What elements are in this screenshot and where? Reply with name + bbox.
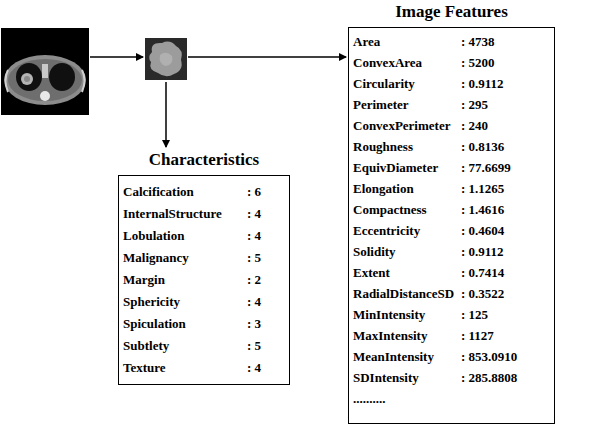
feature-value: : 1127	[461, 328, 494, 344]
arrow	[90, 56, 143, 58]
feature-name: Extent	[353, 265, 390, 281]
feature-value: : 2	[247, 272, 261, 288]
feature-value: : 77.6699	[461, 160, 511, 176]
feature-name: EquivDiameter	[353, 160, 438, 176]
feature-name: SDIntensity	[353, 370, 419, 386]
feature-value: : 0.9112	[461, 244, 504, 260]
feature-value: : 1.4616	[461, 202, 504, 218]
feature-value: : 295	[461, 97, 488, 113]
feature-name: Malignancy	[123, 250, 189, 266]
feature-value: : 5	[247, 250, 261, 266]
feature-value: : 5	[247, 338, 261, 354]
feature-name: MeanIntensity	[353, 349, 434, 365]
feature-value: : 240	[461, 118, 488, 134]
feature-name: InternalStructure	[123, 206, 222, 222]
feature-name: ..........	[353, 391, 386, 407]
arrow	[188, 56, 346, 58]
table-heading: Characteristics	[99, 150, 309, 170]
arrow	[165, 82, 167, 147]
feature-value: : 4	[247, 294, 261, 310]
feature-name: ConvexArea	[353, 55, 422, 71]
table-heading: Image Features	[329, 2, 574, 22]
feature-value: : 0.7414	[461, 265, 504, 281]
feature-name: Compactness	[353, 202, 427, 218]
feature-value: : 4	[247, 228, 261, 244]
feature-value: : 0.9112	[461, 76, 504, 92]
feature-name: Lobulation	[123, 228, 184, 244]
feature-name: ConvexPerimeter	[353, 118, 450, 134]
ct-scan	[1, 28, 89, 115]
feature-table: CharacteristicsCalcification: 6InternalS…	[118, 175, 290, 385]
feature-name: Area	[353, 34, 380, 50]
feature-name: Elongation	[353, 181, 414, 197]
feature-name: Solidity	[353, 244, 396, 260]
feature-name: Margin	[123, 272, 165, 288]
feature-name: Texture	[123, 360, 166, 376]
feature-name: Subtlety	[123, 338, 169, 354]
feature-value: : 285.8808	[461, 370, 517, 386]
feature-value: : 4738	[461, 34, 495, 50]
feature-name: MinIntensity	[353, 307, 425, 323]
feature-value: : 3	[247, 316, 261, 332]
feature-value: : 4	[247, 360, 261, 376]
feature-name: RadialDistanceSD	[353, 286, 454, 302]
feature-name: Sphericity	[123, 294, 180, 310]
feature-name: Roughness	[353, 139, 413, 155]
feature-name: Spiculation	[123, 316, 186, 332]
feature-value: : 5200	[461, 55, 495, 71]
feature-name: Perimeter	[353, 97, 409, 113]
feature-name: Circularity	[353, 76, 415, 92]
feature-value: : 6	[247, 184, 261, 200]
feature-value: : 853.0910	[461, 349, 517, 365]
feature-value: : 125	[461, 307, 488, 323]
feature-name: MaxIntensity	[353, 328, 427, 344]
feature-table: Image FeaturesArea: 4738ConvexArea: 5200…	[348, 27, 555, 424]
feature-value: : 0.3522	[461, 286, 504, 302]
nodule-crop	[145, 38, 187, 80]
feature-value: : 4	[247, 206, 261, 222]
feature-value: : 1.1265	[461, 181, 504, 197]
feature-value: : 0.4604	[461, 223, 504, 239]
feature-value: : 0.8136	[461, 139, 504, 155]
feature-name: Calcification	[123, 184, 194, 200]
feature-name: Eccentricity	[353, 223, 420, 239]
